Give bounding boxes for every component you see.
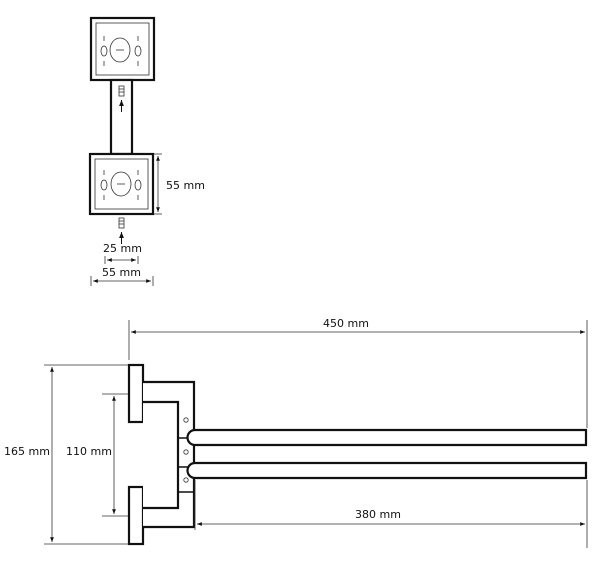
set-screw-top (118, 85, 125, 112)
top-mounting-plate (89, 16, 156, 82)
dim-label-side-arm-length: 380 mm (355, 508, 401, 521)
dim-label-front-small: 25 mm (103, 242, 142, 255)
bottom-mounting-plate (88, 152, 155, 216)
wall-plate-bottom (127, 485, 145, 546)
dim-side-total-length: 450 mm (128, 317, 588, 428)
dim-label-front-height: 55 mm (166, 179, 205, 192)
dim-label-front-width: 55 mm (102, 266, 141, 279)
front-view: 55 mm 25 mm 55 mm (88, 16, 205, 286)
dim-label-side-total-length: 450 mm (323, 317, 369, 330)
wall-plate-top (127, 363, 145, 424)
dim-label-side-spacing: 110 mm (66, 445, 112, 458)
dim-front-width: 55 mm (90, 266, 154, 286)
set-screw-bottom (118, 217, 125, 244)
towel-arm-lower (186, 461, 588, 480)
dim-front-small: 25 mm (103, 242, 142, 264)
dim-side-arm-length: 380 mm (194, 480, 588, 548)
dim-label-side-height: 165 mm (4, 445, 50, 458)
connecting-post (109, 78, 134, 156)
dim-front-height: 55 mm (154, 153, 205, 215)
dim-side-height: 165 mm (4, 364, 128, 545)
dim-side-spacing: 110 mm (66, 393, 128, 517)
swivel-bracket (143, 380, 196, 529)
side-view: 450 mm 165 mm 110 mm 380 mm (4, 317, 588, 548)
towel-arm-upper (186, 428, 588, 447)
